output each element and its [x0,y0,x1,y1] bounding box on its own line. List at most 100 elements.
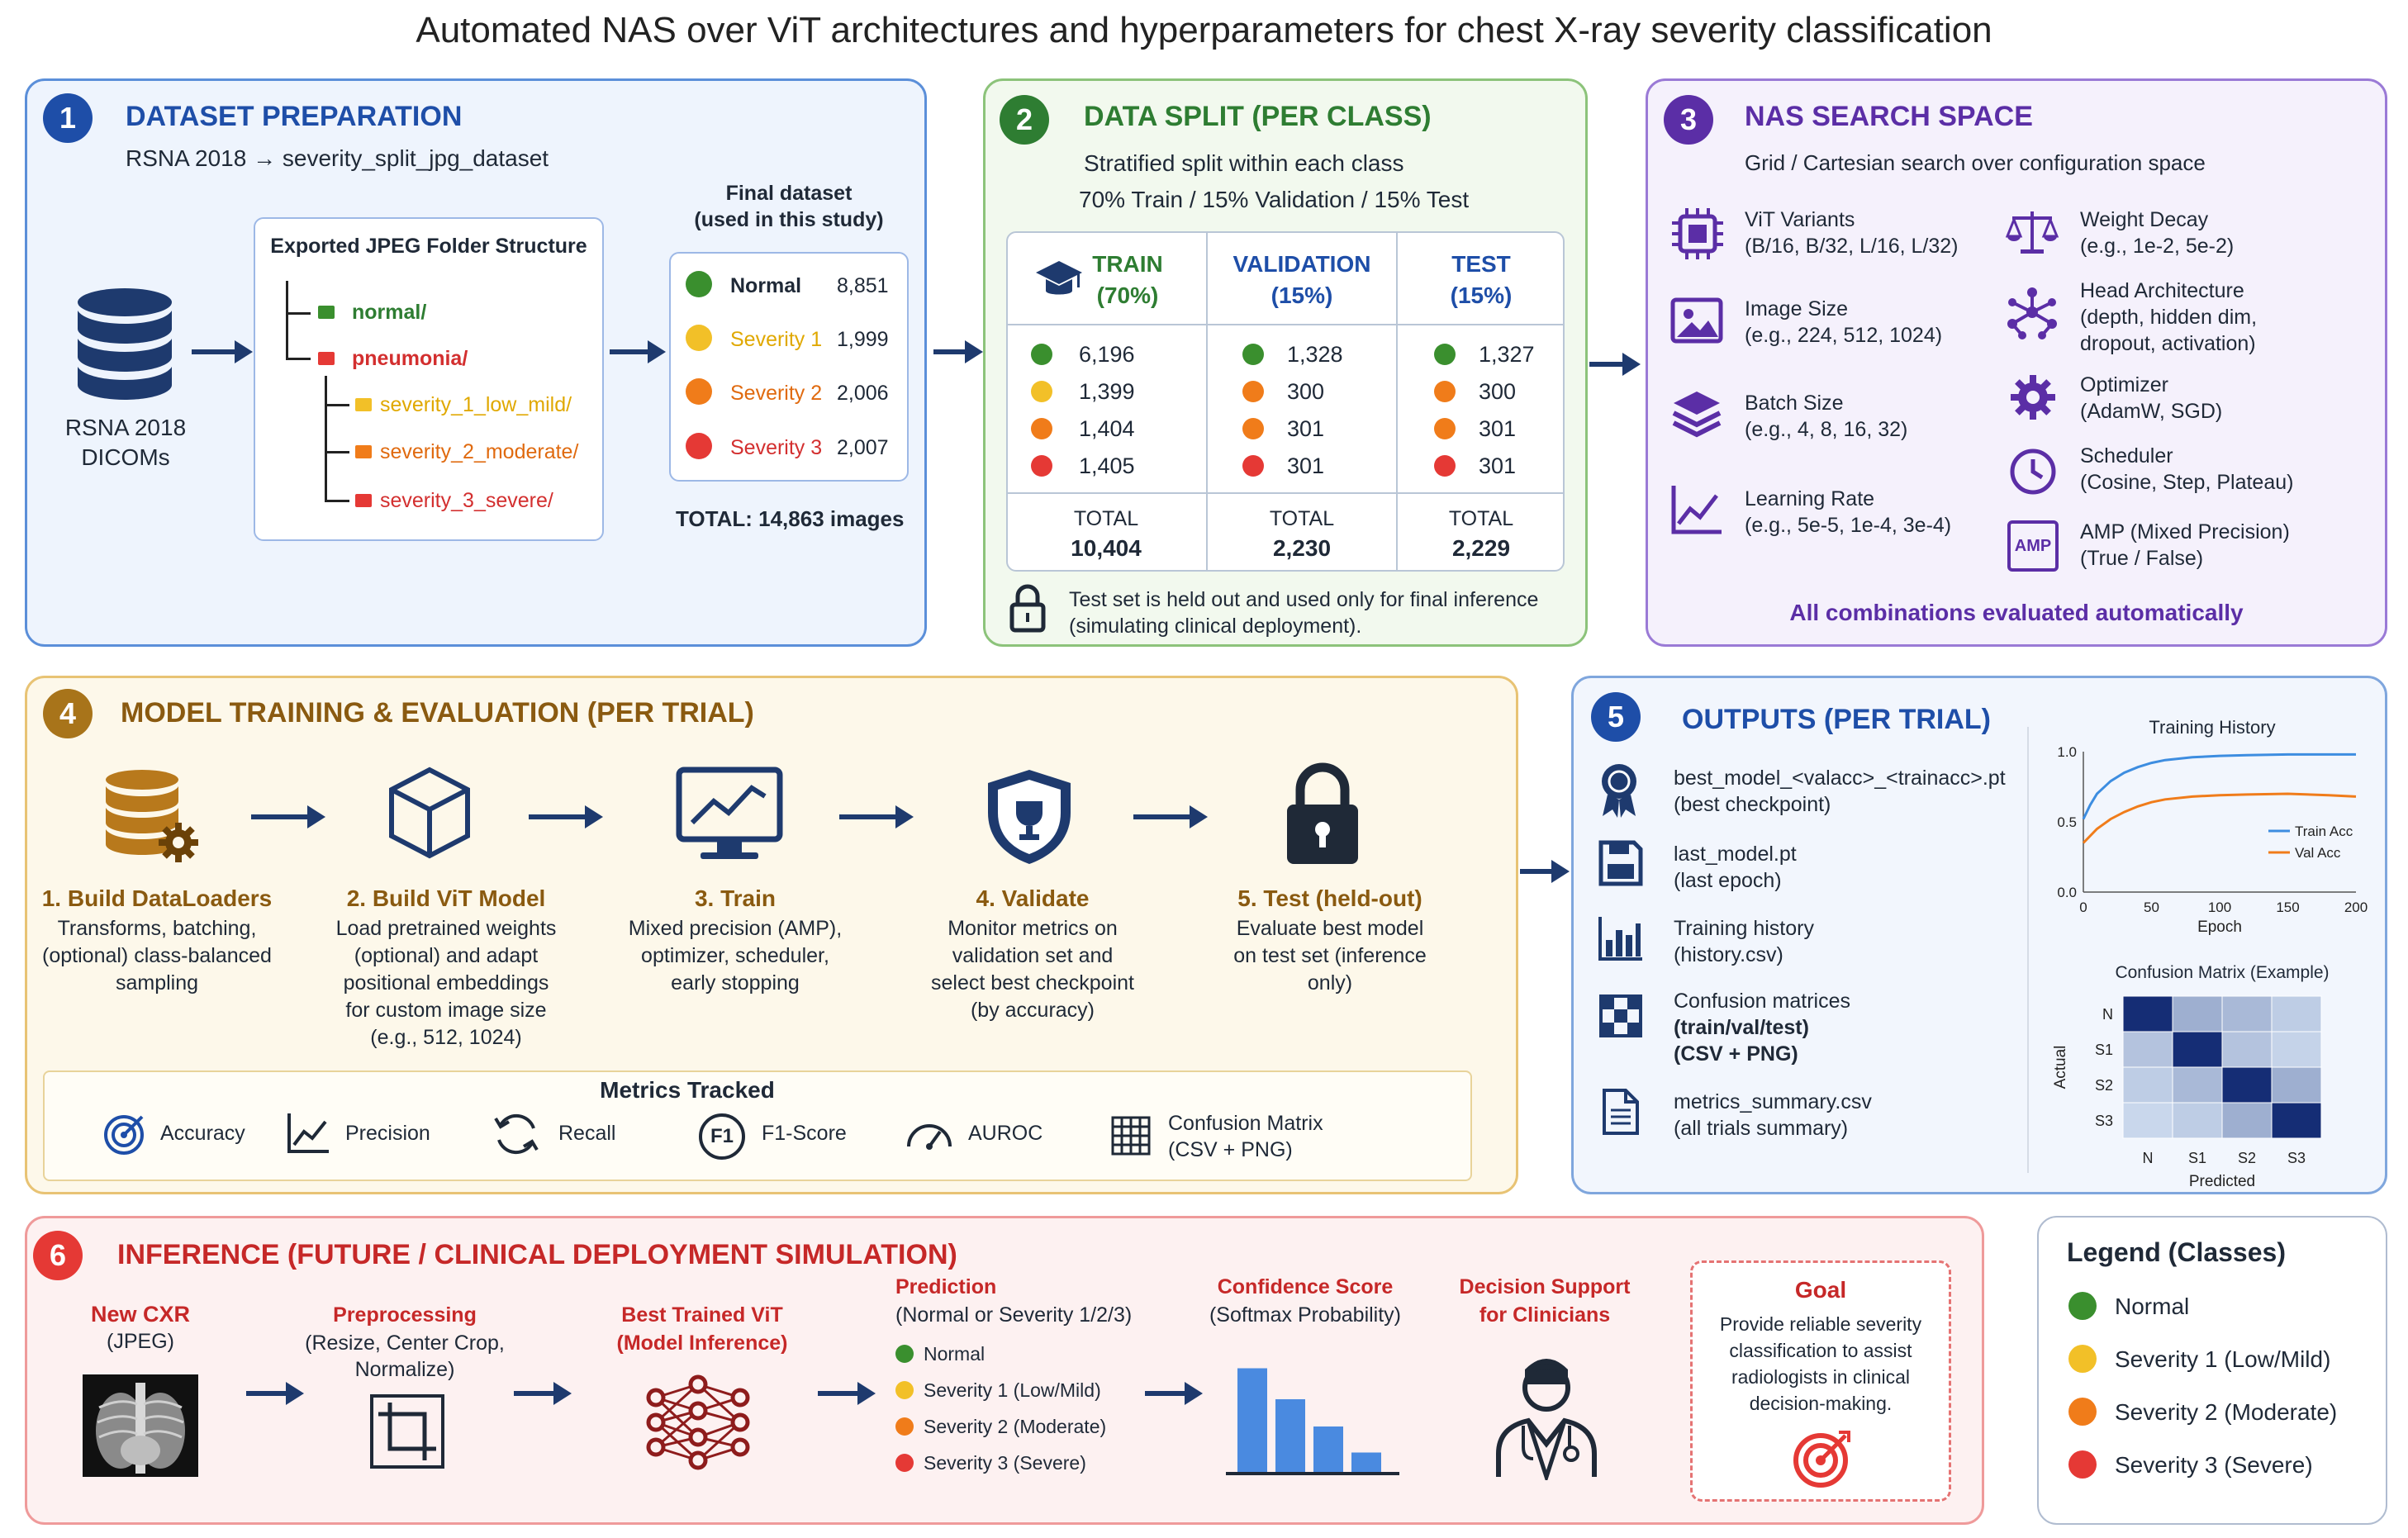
lock-icon [1009,584,1046,633]
output-title: last_model.pt [1674,843,1797,866]
gauge-icon [907,1124,952,1150]
output-title: metrics_summary.csv [1674,1090,1872,1113]
dot-severity-2 [895,1417,914,1436]
step-badge-5: 5 [1591,692,1641,742]
best-vit-title: Best Trained ViT [621,1303,783,1327]
step-desc: (by accuracy) [970,999,1095,1022]
search-param-title: AMP (Mixed Precision) [2080,520,2290,544]
y-axis-label: Actual [2052,1046,2069,1089]
folder-icon [355,494,372,507]
metric-recall: Recall [558,1122,616,1145]
search-param-title: Batch Size [1745,392,1844,415]
total-validation: 2,230 [1272,535,1332,561]
panel-title-2: DATA SPLIT (PER CLASS) [1084,101,1432,132]
test-note-1: Test set is held out and used only for f… [1069,588,1539,611]
confidence-bar-chart [1226,1368,1399,1475]
step-badge-2: 2 [1000,95,1049,145]
heatmap-cell [2271,995,2322,1032]
col-label: S2 [2238,1150,2256,1166]
output-desc: (train/val/test) [1674,1016,1809,1039]
split-subtitle-2: 70% Train / 15% Validation / 15% Test [1079,187,1470,212]
target-icon [104,1115,144,1155]
metrics-box [43,1070,1472,1181]
dot-severity-3 [1434,455,1456,477]
split-header-train-pct: (70%) [1096,282,1159,308]
panel-title-3: NAS SEARCH SPACE [1745,101,2033,132]
series-line [2082,752,2356,820]
total-test: 2,229 [1451,535,1511,561]
dot-severity-1 [1434,381,1456,402]
neural-network-icon [646,1374,750,1470]
preprocessing-desc: (Resize, Center Crop, [305,1332,505,1355]
metric-accuracy: Accuracy [160,1122,245,1145]
search-param-title: Scheduler [2080,444,2173,468]
folder-structure-title: Exported JPEG Folder Structure [270,235,587,258]
decision-support-sub: for Clinicians [1479,1303,1611,1327]
tree-line [325,451,349,453]
layers-icon [1672,392,1722,438]
legend-item: Normal [2115,1294,2190,1319]
confidence-sub: (Softmax Probability) [1209,1303,1402,1327]
goal-desc: decision-making. [1749,1393,1893,1414]
class-name: Normal [730,274,802,297]
output-desc: (history.csv) [1674,943,1783,966]
output-title: Confusion matrices [1674,990,1850,1013]
legend-title: Legend (Classes) [2067,1237,2286,1267]
legend-panel [2037,1216,2387,1525]
split-value: 300 [1287,379,1325,404]
dot-severity-3 [1031,455,1052,477]
cube-icon [389,767,470,859]
heatmap-cell [2221,995,2273,1032]
metrics-title: Metrics Tracked [600,1077,775,1103]
gear-icon [2011,375,2055,420]
search-param-desc: dropout, activation) [2080,332,2256,355]
class-count: 2,007 [837,436,889,459]
class-dot-severity-2 [686,378,712,405]
image-icon [1670,297,1723,344]
heatmap-cell [2172,995,2223,1032]
dot-severity-3 [1242,455,1264,477]
flow-arrow [610,340,666,363]
prediction-item: Severity 1 (Low/Mild) [924,1379,1101,1401]
step-desc: positional embeddings [343,971,549,994]
doctor-icon [1496,1359,1597,1480]
class-name: Severity 1 [730,328,823,351]
history-chart-title: Training History [2149,717,2276,738]
nas-footer: All combinations evaluated automatically [1789,600,2244,625]
panel-nas-search-space [1646,78,2387,647]
folder-severity-1: severity_1_low_mild/ [380,393,572,416]
step-desc: select best checkpoint [931,971,1134,994]
split-header-test: TEST [1451,251,1511,277]
prediction-title: Prediction [895,1275,997,1298]
folder-icon [318,352,335,365]
split-row-divider [1006,492,1565,494]
folder-pneumonia: pneumonia/ [352,347,468,370]
class-count: 1,999 [837,328,889,351]
step-desc: Load pretrained weights [335,917,557,940]
heatmap-cell [2172,1031,2223,1068]
dot-normal [1242,344,1264,365]
heatmap-cell [2172,1066,2223,1104]
output-desc: (all trials summary) [1674,1117,1849,1140]
dataset-total: TOTAL: 14,863 images [676,506,905,531]
heatmap-cell [2271,1066,2322,1104]
grid-icon [1111,1116,1151,1156]
confidence-bar [1351,1452,1381,1474]
x-axis-label: Epoch [2197,919,2242,936]
goal-title: Goal [1794,1277,1847,1303]
legend-dot-severity-2 [2068,1398,2097,1426]
step-badge-4: 4 [43,689,93,738]
line-chart-icon [1671,486,1722,534]
confidence-bar [1275,1399,1305,1474]
split-value: 301 [1287,416,1325,441]
heatmap-cell [2271,1102,2322,1139]
output-desc: (CSV + PNG) [1674,1042,1798,1066]
legend-item: Severity 3 (Severe) [2115,1452,2313,1478]
chip-icon [1672,208,1723,259]
preprocessing-desc: Normalize) [354,1358,455,1381]
metric-auroc: AUROC [968,1122,1043,1145]
panel5-divider [2027,727,2029,1173]
prediction-sub: (Normal or Severity 1/2/3) [895,1303,1133,1327]
split-col-divider [1206,231,1208,572]
